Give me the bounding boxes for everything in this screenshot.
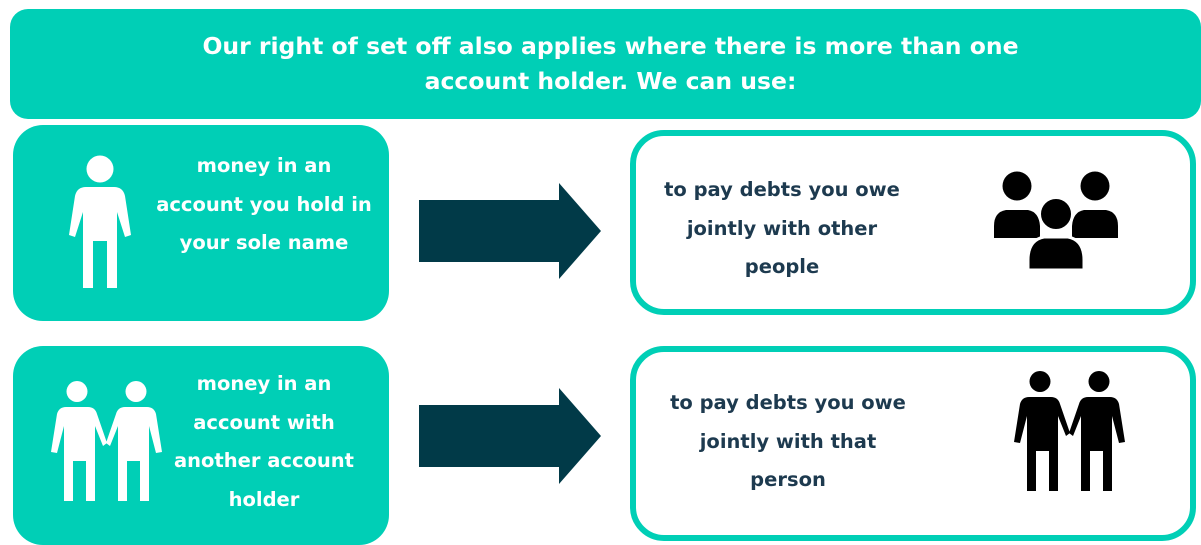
header-banner: Our right of set off also applies where … bbox=[10, 9, 1201, 119]
two-people-holding-hands-icon bbox=[1014, 371, 1125, 491]
target-label-other-people: to pay debts you owe jointly with other … bbox=[664, 178, 900, 278]
group-icon bbox=[994, 171, 1118, 270]
header-text: Our right of set off also applies where … bbox=[202, 32, 1019, 95]
source-label-sole-account: money in an account you hold in your sol… bbox=[156, 154, 372, 254]
target-label-that-person: to pay debts you owe jointly with that p… bbox=[670, 391, 906, 491]
source-box-sole-account: money in an account you hold in your sol… bbox=[13, 125, 389, 321]
two-people-holding-hands-icon bbox=[51, 381, 162, 501]
target-box-that-person: to pay debts you owe jointly with that p… bbox=[630, 346, 1196, 541]
source-label-joint-account: money in an account with another account… bbox=[173, 372, 355, 511]
source-box-joint-account: money in an account with another account… bbox=[13, 346, 389, 545]
single-person-icon bbox=[69, 155, 131, 288]
arrow-right-2 bbox=[419, 388, 601, 484]
arrow-right-1 bbox=[419, 183, 601, 279]
target-box-other-people: to pay debts you owe jointly with other … bbox=[630, 130, 1196, 315]
